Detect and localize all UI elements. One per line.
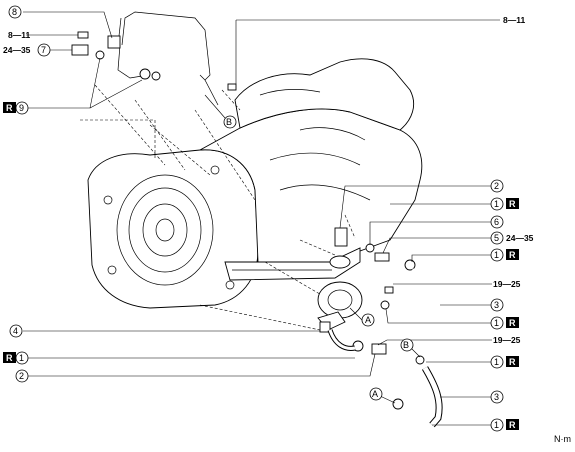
- cooler-hose-upper: [399, 268, 443, 320]
- replace-marker-1-left: R: [6, 353, 13, 363]
- transmission-assembly: [87, 58, 423, 309]
- cooler-fittings: [352, 243, 425, 410]
- leader-lines: [23, 11, 500, 426]
- torque-label-lower-hose: 19—25: [493, 335, 521, 345]
- replace-marker-1e: R: [509, 420, 516, 430]
- part-number-1-right-a: 1: [494, 199, 499, 209]
- reference-a-cooler: A: [365, 315, 371, 325]
- part-number-1-left: 1: [19, 353, 24, 363]
- torque-unit-label: N·m: [554, 434, 571, 444]
- replace-marker-1b: R: [509, 250, 516, 260]
- torque-label-right: 24—35: [506, 233, 534, 243]
- oil-pipe: [107, 11, 219, 106]
- part-number-1-right-e: 1: [494, 420, 499, 430]
- replace-marker-1d: R: [509, 357, 516, 367]
- replace-marker-1a: R: [509, 199, 516, 209]
- reference-a-lower: A: [372, 389, 378, 399]
- part-number-1-right-d: 1: [494, 357, 499, 367]
- replace-marker-9: R: [6, 103, 13, 113]
- cooler-hose-lower: [421, 366, 443, 428]
- torque-label-upper-right: 8—11: [503, 15, 525, 25]
- part-number-7: 7: [41, 45, 46, 55]
- part-number-2-left: 2: [19, 371, 24, 381]
- reference-b-lower: B: [403, 340, 409, 350]
- part-number-1-right-b: 1: [494, 250, 499, 260]
- reference-b-upper: B: [226, 117, 232, 127]
- part-number-8: 8: [12, 7, 17, 17]
- upper-left-fasteners: [71, 31, 237, 91]
- part-number-2-right: 2: [494, 181, 499, 191]
- part-number-5: 5: [494, 233, 499, 243]
- part-number-1-right-c: 1: [494, 318, 499, 328]
- assembly-guide-lines: [80, 84, 356, 331]
- torque-label-left: 24—35: [3, 45, 31, 55]
- part-number-3-upper: 3: [494, 300, 499, 310]
- torque-label-upper-hose: 19—25: [493, 279, 521, 289]
- part-number-3-lower: 3: [494, 392, 499, 402]
- part-number-4: 4: [13, 326, 18, 336]
- torque-label-upper-left: 8—11: [8, 30, 30, 40]
- part-number-9: 9: [19, 103, 24, 113]
- cooler-hose-short: [327, 329, 356, 351]
- replace-marker-1c: R: [509, 318, 516, 328]
- part-number-6: 6: [494, 217, 499, 227]
